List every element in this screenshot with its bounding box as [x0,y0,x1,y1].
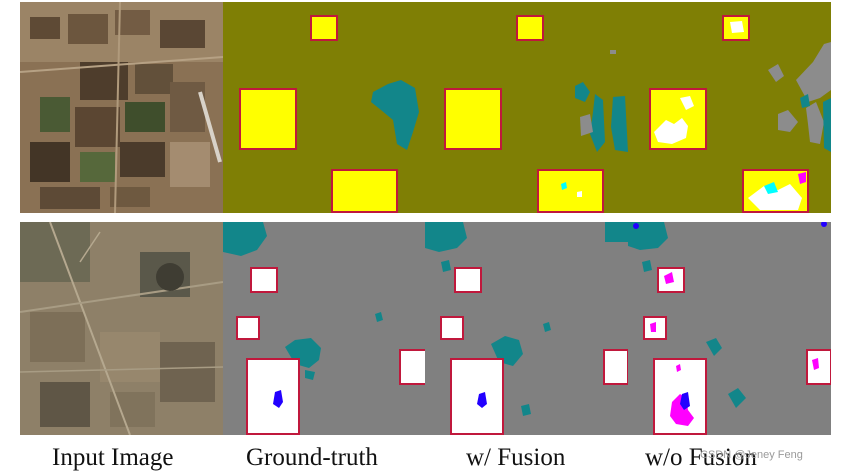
segmentation-map-1c [628,2,831,213]
caption-input-image: Input Image [52,444,174,471]
satellite-image-1 [20,2,223,213]
row2-input-image [20,222,223,435]
caption-with-fusion: w/ Fusion [466,444,566,471]
row1-ground-truth [223,2,425,213]
row2-without-fusion [628,222,831,435]
satellite-image-2 [20,222,223,435]
row1-without-fusion [628,2,831,213]
row2-ground-truth [223,222,425,435]
row-2 [20,222,831,435]
segmentation-map-2b [425,222,628,435]
caption-ground-truth: Ground-truth [246,444,378,471]
caption-without-fusion: w/o Fusion [645,444,757,471]
watermark: CSDN @Jeney Feng [700,449,803,461]
row1-with-fusion [425,2,628,213]
segmentation-map-1b [425,2,628,213]
row-1 [20,2,831,213]
segmentation-map-2c [628,222,831,435]
segmentation-map-2a [223,222,425,435]
row2-with-fusion [425,222,628,435]
row1-input-image [20,2,223,213]
segmentation-map-1a [223,2,425,213]
